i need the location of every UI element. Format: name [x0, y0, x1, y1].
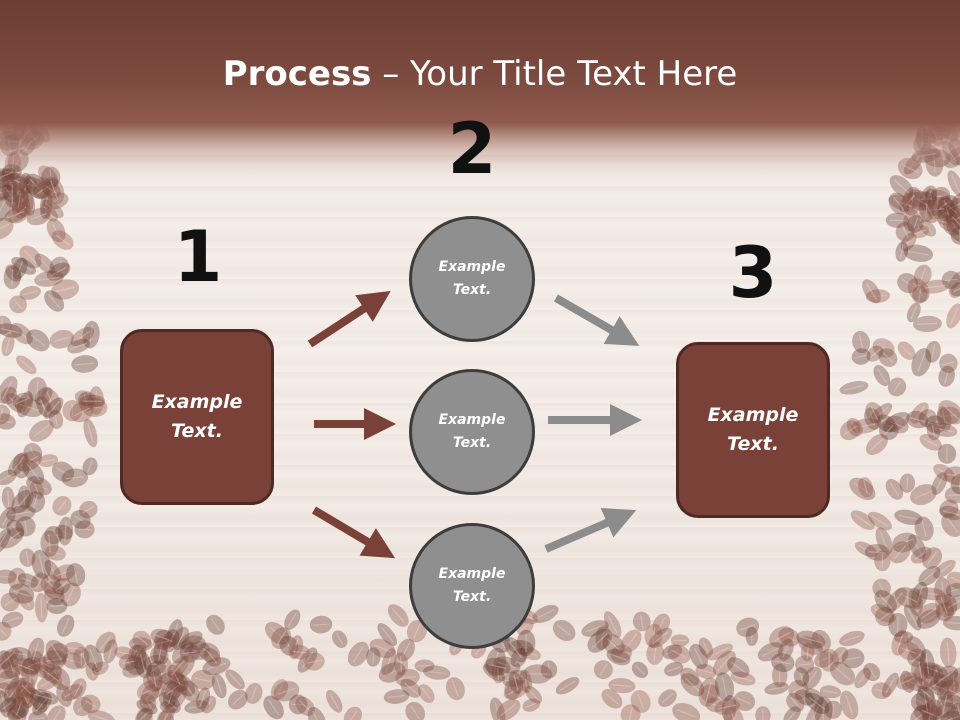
title-rest: – Your Title Text Here — [371, 54, 738, 94]
circle-top-label: Example Text. — [438, 259, 506, 298]
arrow-bottom-to-step-3 — [544, 508, 637, 553]
slide-title: Process – Your Title Text Here — [0, 52, 960, 96]
step-1-box[interactable]: Example Text. — [120, 329, 274, 505]
arrow-to-bottom-circle — [311, 506, 396, 559]
step-3-box[interactable]: Example Text. — [676, 342, 830, 518]
step-number-3: 3 — [728, 232, 778, 314]
step-number-2: 2 — [447, 108, 497, 190]
step-2-circle-top[interactable]: Example Text. — [409, 216, 535, 342]
circle-bottom-label: Example Text. — [438, 566, 506, 605]
step-number-1: 1 — [173, 216, 223, 298]
arrow-top-to-step-3 — [554, 294, 640, 346]
step-2-circle-middle[interactable]: Example Text. — [409, 369, 535, 495]
header-band — [0, 0, 960, 175]
step-2-circle-bottom[interactable]: Example Text. — [409, 523, 535, 649]
circle-middle-label: Example Text. — [438, 412, 506, 451]
title-bold: Process — [222, 54, 372, 94]
arrow-to-top-circle — [307, 291, 391, 348]
step-3-label: Example Text. — [707, 404, 799, 455]
step-1-label: Example Text. — [151, 391, 243, 442]
